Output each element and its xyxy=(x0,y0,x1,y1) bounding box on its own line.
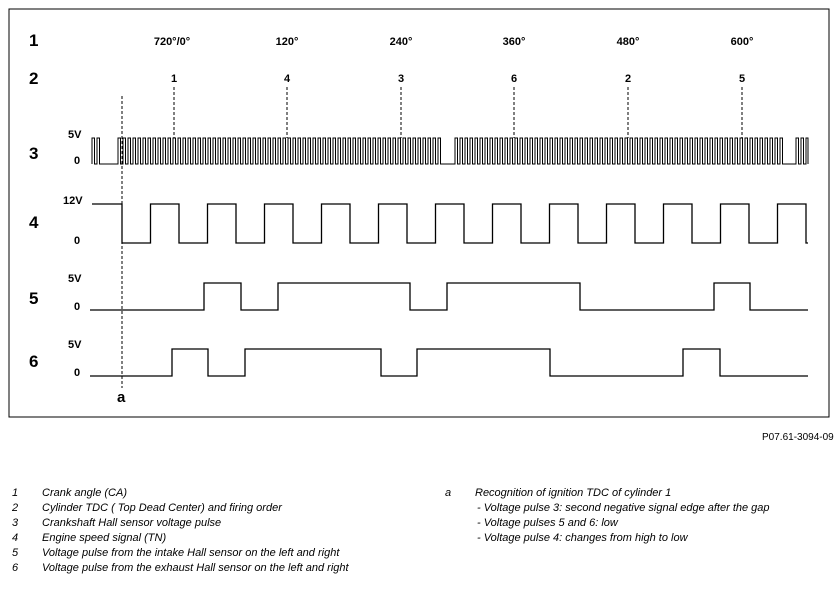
angle-label-480: 480° xyxy=(617,36,640,48)
cylinder-label-6: 5 xyxy=(739,73,745,85)
diagram-frame xyxy=(8,8,830,418)
intake-hall-signal-trace xyxy=(90,282,808,311)
cylinder-label-4: 6 xyxy=(511,73,517,85)
cylinder-label-2: 4 xyxy=(284,73,291,85)
angle-label-0: 720°/0° xyxy=(154,36,190,48)
signal4-low-label: 0 xyxy=(74,235,80,247)
row-label-5: 5 xyxy=(29,289,38,308)
row-label-1: 1 xyxy=(29,31,38,50)
angle-label-360: 360° xyxy=(503,36,526,48)
signal5-low-label: 0 xyxy=(74,301,80,313)
row-label-4: 4 xyxy=(29,213,39,232)
signal5-high-label: 5V xyxy=(68,273,82,285)
engine-speed-signal-trace xyxy=(92,203,808,244)
crankshaft-hall-signal-trace xyxy=(91,137,809,165)
row-label-2: 2 xyxy=(29,69,38,88)
signal6-low-label: 0 xyxy=(74,367,80,379)
marker-a-label: a xyxy=(117,389,126,406)
signal6-high-label: 5V xyxy=(68,339,82,351)
cylinder-label-5: 2 xyxy=(625,73,631,85)
timing-diagram: 1 2 3 4 5 6 5V 0 12V 0 5V 0 5V 0 720°/0°… xyxy=(8,8,830,418)
row-label-3: 3 xyxy=(29,144,38,163)
angle-label-600: 600° xyxy=(731,36,754,48)
legend-a-point: - Voltage pulse 3: second negative signa… xyxy=(477,502,770,514)
angle-label-120: 120° xyxy=(276,36,299,48)
signal3-high-label: 5V xyxy=(68,129,82,141)
signal3-low-label: 0 xyxy=(74,155,80,167)
cylinder-label-3: 3 xyxy=(398,73,404,85)
exhaust-hall-signal-trace xyxy=(90,348,808,377)
legend-a-point: - Voltage pulse 4: changes from high to … xyxy=(477,532,688,544)
angle-label-240: 240° xyxy=(390,36,413,48)
legend-a-point: - Voltage pulses 5 and 6: low xyxy=(477,517,618,529)
cylinder-label-1: 1 xyxy=(171,73,177,85)
figure-reference: P07.61-3094-09 xyxy=(762,432,834,443)
signal4-high-label: 12V xyxy=(63,195,83,207)
row-label-6: 6 xyxy=(29,352,38,371)
